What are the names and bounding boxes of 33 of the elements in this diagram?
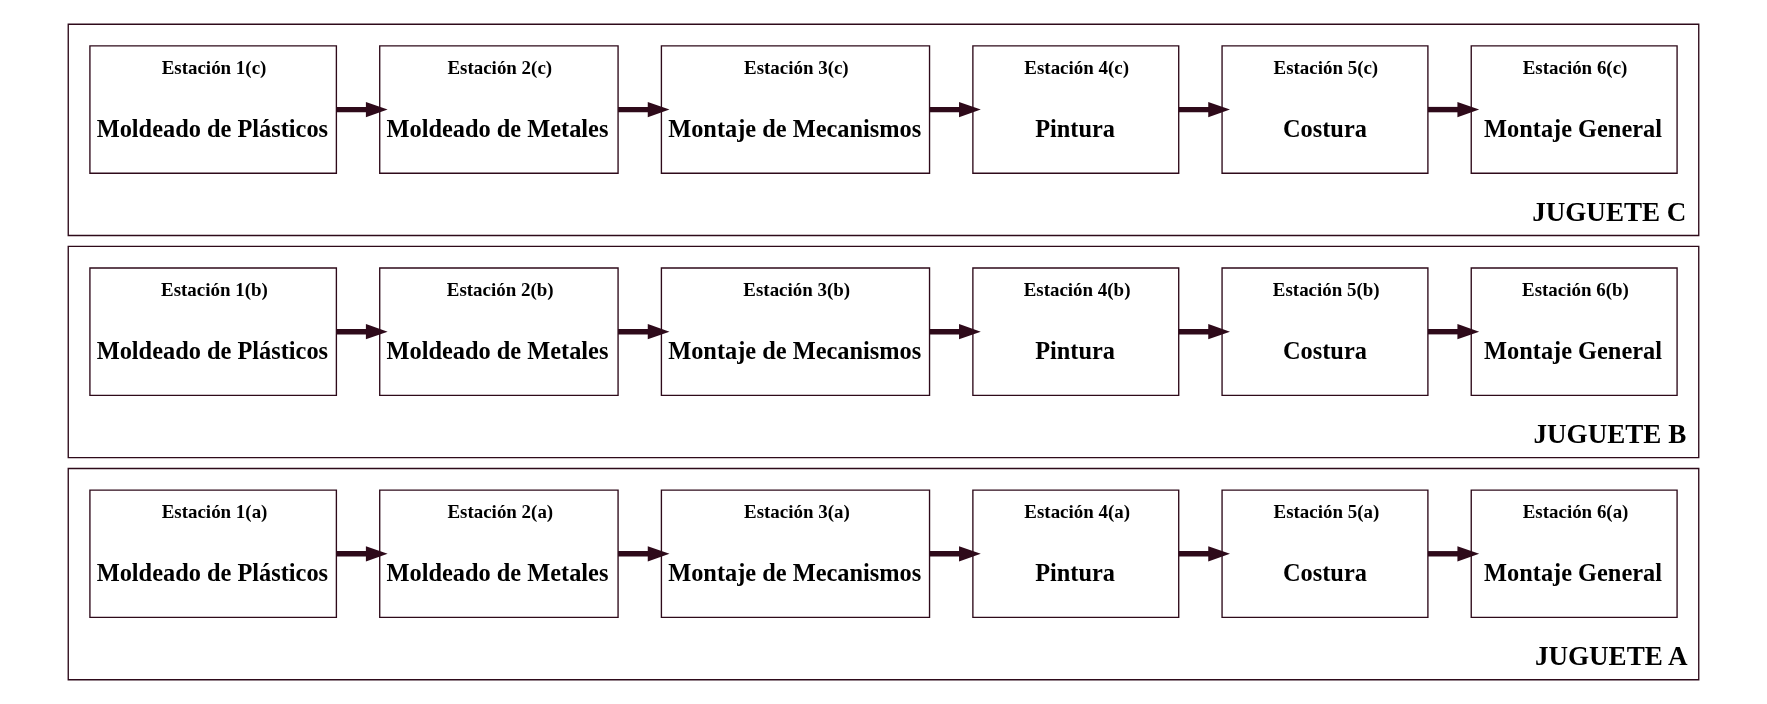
arrow <box>1428 324 1480 340</box>
arrow <box>618 102 670 118</box>
arrow <box>1178 324 1230 340</box>
node-box: Estación 2(b) Moldeado de Metales <box>379 267 619 396</box>
node-box: Estación 3(b) Montaje de Mecanismos <box>660 267 931 396</box>
arrow <box>1428 102 1480 118</box>
node-box: Estación 2(a) Moldeado de Metales <box>379 489 619 619</box>
node-box: Estación 3(a) Montaje de Mecanismos <box>660 489 931 619</box>
node-box: Estación 5(b) Costura <box>1221 267 1429 396</box>
arrow <box>336 324 388 340</box>
arrow <box>929 324 981 340</box>
node-box: Estación 6(a) Montaje General <box>1470 489 1678 619</box>
node-box: Estación 3(c) Montaje de Mecanismos <box>660 45 931 174</box>
node-box: Estación 5(a) Costura <box>1221 489 1429 619</box>
arrow <box>618 324 670 340</box>
node-box: Estación 1(c) Moldeado de Plásticos <box>89 45 338 174</box>
node-box: Estación 4(c) Pintura <box>972 45 1180 174</box>
node-box: Estación 2(c) Moldeado de Metales <box>379 45 619 174</box>
arrow <box>336 102 388 118</box>
arrow <box>336 546 388 562</box>
arrow <box>929 546 981 562</box>
node-box: Estación 6(c) Montaje General <box>1470 45 1678 174</box>
node-box: Estación 6(b) Montaje General <box>1470 267 1678 396</box>
node-box: Estación 1(a) Moldeado de Plásticos <box>89 489 338 619</box>
node-box: Estación 4(a) Pintura <box>972 489 1180 619</box>
arrow <box>1428 546 1480 562</box>
arrow <box>1178 546 1230 562</box>
node-box: Estación 4(b) Pintura <box>972 267 1180 396</box>
node-box: Estación 1(b) Moldeado de Plásticos <box>89 267 338 396</box>
arrow <box>1178 102 1230 118</box>
node-box: Estación 5(c) Costura <box>1221 45 1429 174</box>
arrow <box>618 546 670 562</box>
arrow <box>929 102 981 118</box>
